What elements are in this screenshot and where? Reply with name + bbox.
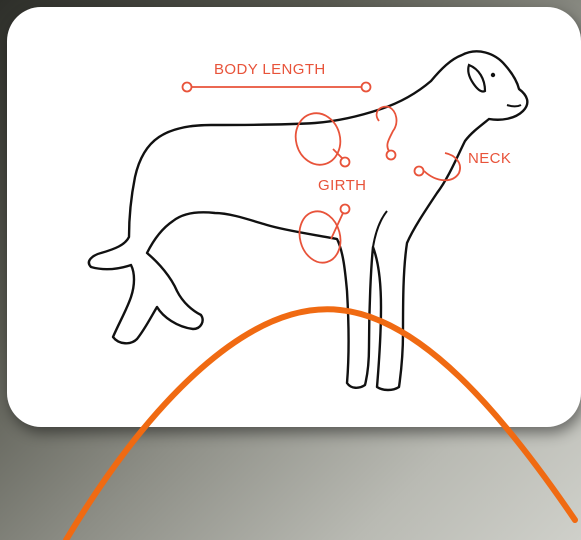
orange-arc bbox=[66, 309, 575, 540]
